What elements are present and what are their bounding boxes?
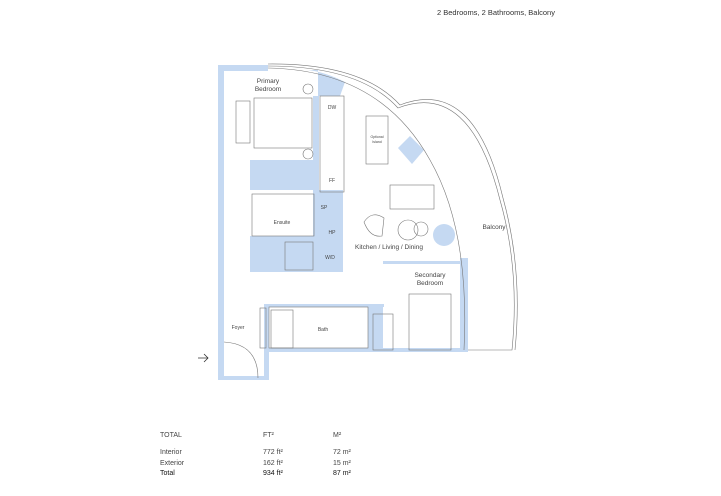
row-exterior-ft2: 162 ft²	[263, 460, 283, 467]
optional-island	[365, 115, 389, 165]
row-interior-ft2: 772 ft²	[263, 449, 283, 456]
wall-left	[218, 65, 224, 380]
wall-foyer-bottom	[218, 376, 268, 380]
armchair	[363, 214, 385, 237]
row-interior-label: Interior	[160, 449, 182, 456]
row-exterior-label: Exterior	[160, 460, 185, 467]
row-interior-m2: 72 m²	[333, 449, 351, 456]
closet	[372, 313, 394, 351]
outlines	[223, 63, 518, 379]
row-total-ft2: 934 ft²	[263, 470, 283, 477]
column-round	[433, 224, 455, 246]
ensuite-room	[251, 193, 315, 237]
kitchen-counter	[319, 95, 345, 193]
wall-bath-left	[264, 305, 269, 380]
header-ft2: FT²	[263, 432, 274, 439]
label-hp: HP	[329, 230, 337, 236]
label-balcony: Balcony	[482, 224, 506, 231]
unit-description: 2 Bedrooms, 2 Bathrooms, Balcony	[437, 8, 555, 17]
primary-bed	[253, 97, 313, 149]
label-wd: W/D	[325, 255, 335, 261]
nightstand	[235, 100, 251, 144]
row-total-label: Total	[160, 470, 175, 477]
entry-arrow-icon	[198, 353, 209, 363]
header-total: TOTAL	[160, 432, 182, 439]
balcony-curve-outer	[267, 65, 515, 351]
label-secondary-bedroom-2: Bedroom	[417, 280, 443, 287]
balcony-curve-outer2	[267, 63, 518, 351]
label-kitchen-living-dining: Kitchen / Living / Dining	[355, 244, 423, 251]
label-optional-island-2: Island	[372, 140, 381, 144]
sofa	[389, 184, 435, 210]
exterior-curve-inner	[267, 67, 466, 351]
wall-bedroom-right	[313, 96, 319, 196]
label-secondary-bedroom-1: Secondary	[414, 272, 446, 279]
wall-bath-bottom	[264, 348, 464, 352]
tub	[270, 309, 294, 349]
secondary-bed	[408, 293, 452, 351]
label-bath: Bath	[318, 327, 329, 333]
coffee-table	[397, 219, 419, 241]
label-ff: FF	[329, 178, 335, 184]
side-table	[413, 221, 429, 237]
wall-column	[398, 136, 424, 164]
wall-bath-top	[264, 304, 384, 307]
wall-secondary-right	[460, 258, 468, 352]
wall-closet-divider	[250, 160, 318, 190]
wall-core	[313, 190, 343, 272]
lamp	[302, 83, 314, 95]
console	[259, 307, 267, 349]
label-ensuite: Ensuite	[274, 220, 291, 226]
wall-top	[218, 65, 268, 71]
bath-room	[268, 306, 369, 349]
wall-top-corner	[308, 70, 345, 96]
label-optional-island-1: Optional	[370, 135, 383, 139]
wall-bath-right	[368, 305, 383, 350]
walls	[218, 65, 468, 380]
wall-secondary-top	[383, 261, 463, 264]
label-foyer: Foyer	[232, 325, 245, 331]
label-primary-bedroom-2: Bedroom	[255, 86, 281, 93]
label-primary-bedroom-1: Primary	[257, 78, 280, 85]
shower	[284, 241, 314, 271]
label-dw: DW	[328, 105, 337, 111]
label-sp: SP	[321, 205, 328, 211]
row-exterior-m2: 15 m²	[333, 460, 351, 467]
lamp	[302, 148, 314, 160]
header-m2: M²	[333, 432, 342, 439]
row-total-m2: 87 m²	[333, 470, 351, 477]
entry-door-swing	[223, 341, 259, 379]
